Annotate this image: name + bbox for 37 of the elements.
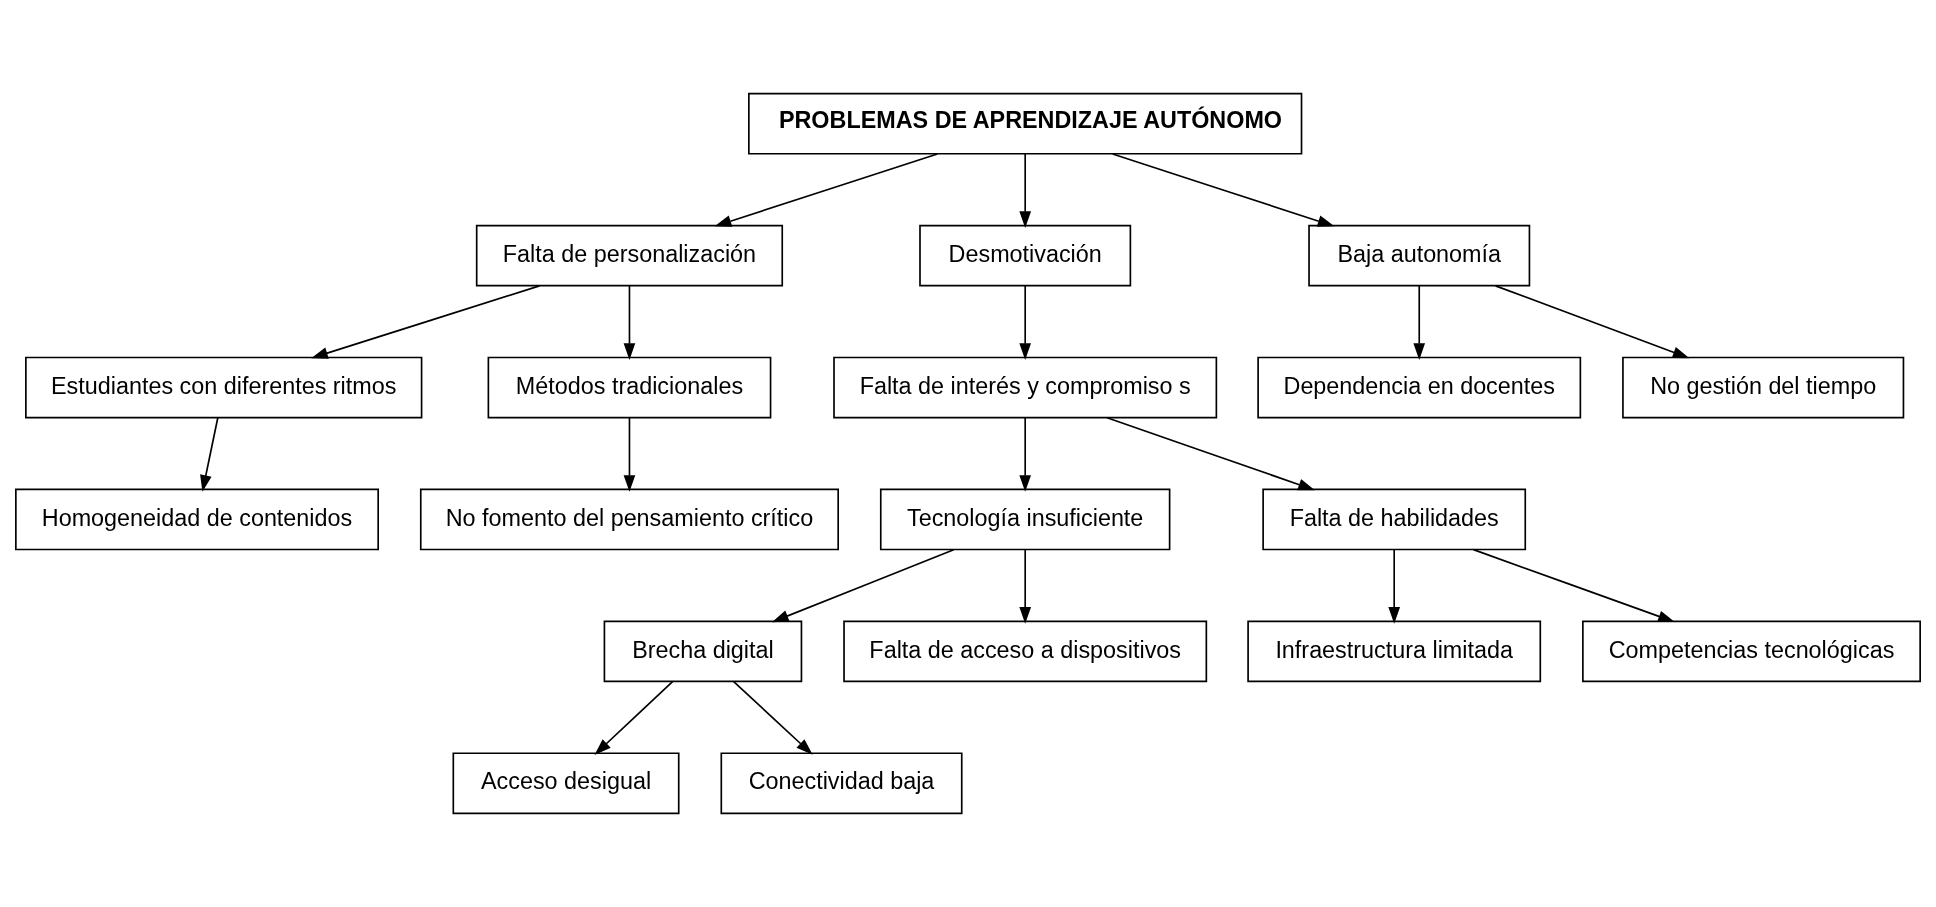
node-box: Homogeneidad de contenidos [15, 488, 379, 551]
node-box: Falta de habilidades [1262, 488, 1527, 551]
arrow [1388, 548, 1401, 624]
arrow [714, 153, 939, 227]
node-box: Brecha digital [603, 620, 803, 683]
arrow [1106, 416, 1315, 491]
node-box: Estudiantes con diferentes ritmos [25, 356, 423, 419]
arrow [1413, 285, 1426, 360]
node-box: No gestión del tiempo [1622, 356, 1905, 419]
arrow [1019, 548, 1032, 624]
node-box: Competencias tecnológicas [1582, 620, 1921, 683]
node-box: Acceso desigual [452, 752, 680, 815]
node-box: Falta de personalización [475, 224, 784, 287]
arrow [771, 548, 955, 623]
node-box: Infraestructura limitada [1247, 620, 1542, 683]
node-box: No fomento del pensamiento crítico [419, 488, 839, 551]
arrow [1111, 153, 1335, 227]
node-box: Dependencia en docentes [1257, 356, 1582, 419]
arrow [732, 680, 813, 755]
node-box: Falta de acceso a dispositivos [843, 620, 1208, 683]
node-box: Baja autonomía [1308, 224, 1531, 287]
node-box: PROBLEMAS DE APRENDIZAJE AUTÓNOMO [748, 92, 1303, 155]
arrow [623, 416, 636, 492]
node-box: Desmotivación [919, 224, 1132, 287]
arrow [1472, 548, 1675, 623]
node-box: Falta de interés y compromiso s [833, 356, 1218, 419]
arrow [623, 285, 636, 360]
arrow [1019, 416, 1032, 492]
arrow [311, 285, 541, 359]
node-box: Métodos tradicionales [487, 356, 772, 419]
arrow [1494, 285, 1690, 359]
arrow [1019, 153, 1032, 229]
arrow [1019, 285, 1032, 360]
node-box: Conectividad baja [720, 752, 963, 815]
arrow [594, 680, 674, 755]
node-box: Tecnología insuficiente [879, 488, 1171, 551]
arrow [200, 416, 219, 492]
